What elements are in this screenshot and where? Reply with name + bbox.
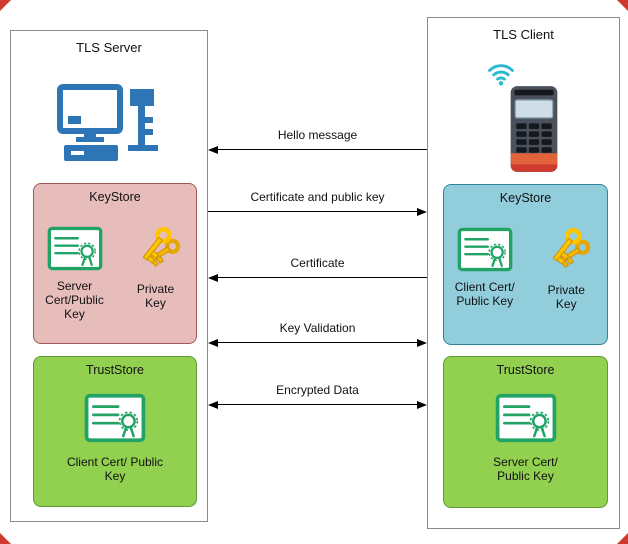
server-truststore-certificate-icon [84, 393, 146, 443]
client-truststore: TrustStore Server Cert/ Public Key [443, 356, 608, 508]
server-keystore-title: KeyStore [89, 190, 141, 204]
client-keystore: KeyStore Client Cert/ Public Key Private… [443, 184, 608, 345]
client-cert-column: Client Cert/ Public Key [444, 227, 526, 308]
message-certificate-public-key-label: Certificate and public key [250, 190, 385, 204]
server-truststore-title: TrustStore [86, 363, 144, 377]
message-hello-arrow [208, 145, 427, 154]
crop-mark-bottom-left-icon [0, 533, 11, 544]
server-certificate-icon [47, 226, 103, 271]
message-key-validation-label: Key Validation [279, 321, 356, 335]
message-encrypted-data-label: Encrypted Data [276, 383, 359, 397]
arrowhead-left-icon [208, 273, 218, 282]
arrowhead-left-icon [208, 145, 218, 154]
server-computer-icon [53, 83, 171, 175]
arrow-shaft [218, 276, 427, 279]
crop-mark-top-right-icon [617, 0, 628, 11]
message-key-validation: Key Validation [208, 321, 427, 347]
arrowhead-right-icon [417, 400, 427, 409]
client-cert-public-key-label: Client Cert/ Public Key [454, 280, 515, 308]
arrowhead-right-icon [417, 207, 427, 216]
message-certificate-public-key: Certificate and public key [208, 190, 427, 216]
tls-client-title: TLS Client [493, 27, 554, 42]
message-certificate-arrow [208, 273, 427, 282]
server-private-key-column: Private Key [115, 226, 196, 310]
server-cert-column: Server Cert/Public Key [34, 226, 115, 321]
client-truststore-certificate-icon [495, 393, 557, 443]
arrow-shaft [218, 341, 417, 344]
message-encrypted-data-arrow [208, 400, 427, 409]
pos-terminal-icon [506, 80, 562, 178]
client-certificate-icon [457, 227, 513, 272]
message-key-validation-arrow [208, 338, 427, 347]
arrow-shaft [218, 403, 417, 406]
server-cert-public-key-label: Server Cert/Public Key [45, 279, 104, 321]
client-keystore-title: KeyStore [499, 191, 552, 205]
server-keystore-row: Server Cert/Public Key Private Key [34, 226, 196, 321]
message-encrypted-data: Encrypted Data [208, 383, 427, 409]
tls-client-panel: TLS Client KeyStore Client Cert/ Public … [427, 17, 620, 529]
client-private-key-icon [540, 227, 592, 275]
message-certificate-public-key-arrow [208, 207, 427, 216]
client-truststore-cert-label: Server Cert/ Public Key [493, 455, 558, 483]
arrowhead-left-icon [208, 400, 218, 409]
arrow-shaft [218, 148, 427, 151]
server-private-key-label: Private Key [136, 282, 175, 310]
arrowhead-left-icon [208, 338, 218, 347]
crop-mark-bottom-right-icon [617, 533, 628, 544]
arrow-shaft [208, 210, 417, 213]
server-truststore: TrustStore Client Cert/ Public Key [33, 356, 197, 507]
crop-mark-top-left-icon [0, 0, 11, 11]
server-keystore: KeyStore Server Cert/Public Key Private … [33, 183, 197, 344]
client-private-key-column: Private Key [526, 227, 608, 311]
client-keystore-row: Client Cert/ Public Key Private Key [444, 227, 607, 311]
message-hello: Hello message [208, 128, 427, 154]
message-hello-label: Hello message [277, 128, 358, 142]
arrowhead-right-icon [417, 338, 427, 347]
message-certificate-label: Certificate [290, 256, 345, 270]
message-certificate: Certificate [208, 256, 427, 282]
client-truststore-title: TrustStore [496, 363, 555, 377]
server-truststore-cert-label: Client Cert/ Public Key [66, 455, 164, 483]
server-private-key-icon [130, 226, 182, 274]
tls-server-panel: TLS Server KeyStore Server Cert/Public K… [10, 30, 208, 522]
tls-server-title: TLS Server [76, 40, 142, 55]
client-private-key-label: Private Key [547, 283, 585, 311]
